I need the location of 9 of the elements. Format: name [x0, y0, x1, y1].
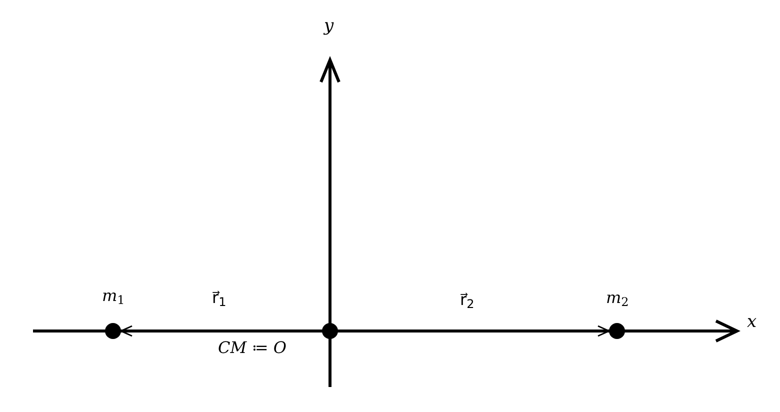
vector-arrow: [338, 325, 610, 337]
edge-label: r⃗$_{1}$: [212, 290, 226, 306]
point-label: CM ≔ O: [218, 340, 286, 356]
edge-label: r⃗$_{2}$: [460, 292, 474, 308]
point-label: m$_{2}$: [606, 290, 629, 306]
axis-label: y: [324, 18, 334, 35]
axis-label: x: [747, 314, 757, 331]
vector-arrow: [120, 325, 322, 337]
point-label: m$_{1}$: [102, 288, 125, 304]
